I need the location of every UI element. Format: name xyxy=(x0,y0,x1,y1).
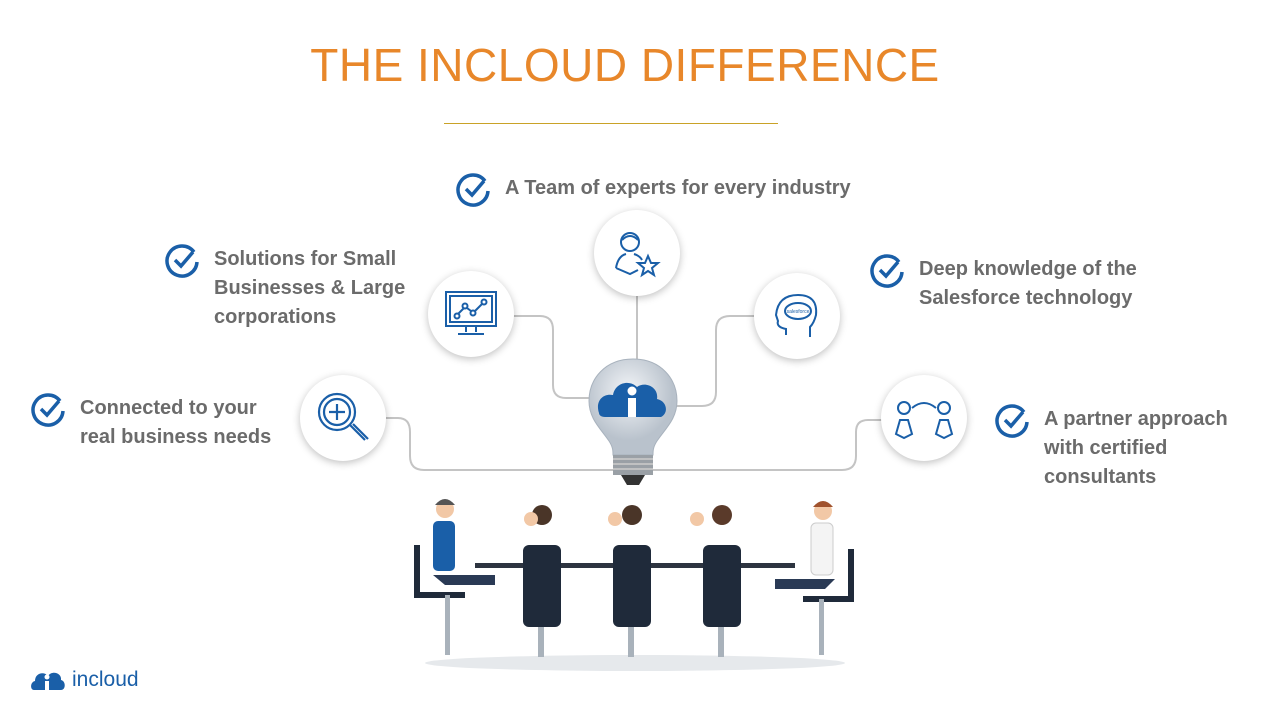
check-circle-icon xyxy=(995,404,1029,438)
salesforce-label: salesforce xyxy=(787,309,810,315)
check-circle-icon xyxy=(165,244,199,278)
title-divider xyxy=(444,123,778,124)
logo-text: incloud xyxy=(72,668,139,691)
feature-partner: A partner approach with certified consul… xyxy=(994,404,1228,492)
feature-solutions: Solutions for Small Businesses & Large c… xyxy=(164,244,406,332)
partners-icon xyxy=(881,375,967,461)
check-circle-icon xyxy=(870,254,904,288)
incloud-logo: incloud xyxy=(30,668,139,692)
feature-text: Solutions for Small Businesses & Large c… xyxy=(214,248,406,328)
feature-text: A partner approach with certified consul… xyxy=(1044,408,1228,488)
incloud-cloud-icon xyxy=(31,672,65,690)
salesforce-head-icon: salesforce xyxy=(754,273,840,359)
page-title: THE INCLOUD DIFFERENCE xyxy=(310,39,940,91)
magnifier-plus-icon xyxy=(300,375,386,461)
feature-salesforce: Deep knowledge of the Salesforce technol… xyxy=(869,254,1137,313)
feature-text: Connected to your real business needs xyxy=(80,397,272,448)
feature-text: A Team of experts for every industry xyxy=(505,177,851,199)
monitor-chart-icon xyxy=(428,271,514,357)
team-expert-icon xyxy=(594,210,680,296)
check-circle-icon xyxy=(456,173,490,207)
check-circle-icon xyxy=(31,393,65,427)
feature-text: Deep knowledge of the Salesforce technol… xyxy=(919,258,1137,309)
feature-connected: Connected to your real business needs xyxy=(30,393,272,452)
feature-team-experts: A Team of experts for every industry xyxy=(455,173,851,207)
meeting-illustration xyxy=(414,499,854,671)
lightbulb-logo xyxy=(588,358,678,485)
